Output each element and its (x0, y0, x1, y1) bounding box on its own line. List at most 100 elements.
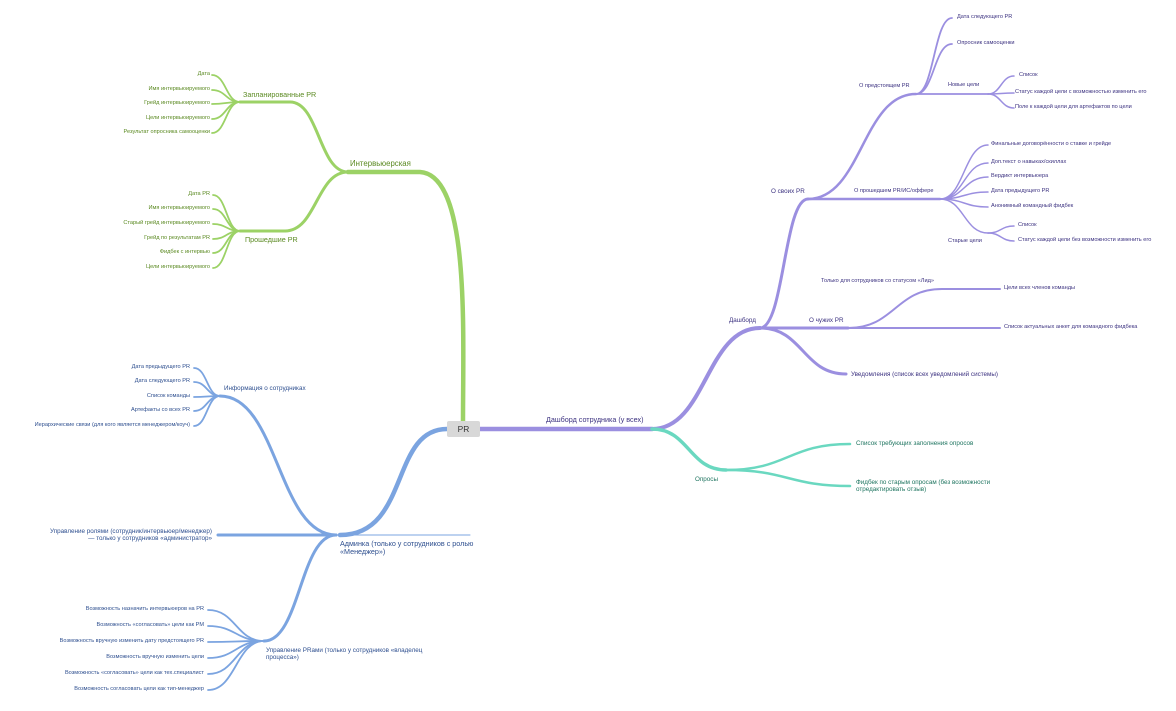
past-own-item[interactable]: Доп.текст о навыках/скиллах (991, 159, 1067, 165)
connector-upcoming-survey (915, 43, 953, 95)
past-item[interactable]: Грейд по результатам PR (144, 235, 210, 241)
connector-past-own-item-3 (939, 191, 989, 200)
planned-item[interactable]: Имя интервьюируемого (148, 86, 210, 92)
past-item[interactable]: Фидбек с интервью (159, 249, 210, 255)
old-goals-item[interactable]: Статус каждой цели без возможности измен… (1018, 237, 1152, 243)
connector-root-admin (337, 426, 450, 538)
node-admin[interactable]: Админка (только у сотрудников с ролью «М… (340, 539, 474, 557)
upcoming-item[interactable]: Дата следующего PR (957, 14, 1013, 20)
connector-planned-item-4 (211, 101, 241, 134)
node-surveys[interactable]: Опросы (695, 476, 718, 483)
node-interviewer[interactable]: Интервьюерская (350, 159, 411, 168)
pr-management-line2: процесса») (266, 654, 299, 662)
node-past-pr-offer[interactable]: О прошедшем PR/ИС/оффере (854, 188, 934, 194)
connector-prmgmt-item-1 (207, 625, 265, 642)
node-admin-line1: Админка (только у сотрудников с ролью (340, 539, 474, 548)
node-upcoming-pr[interactable]: О предстоящем PR (859, 83, 910, 89)
connector-surveys-old (724, 468, 852, 488)
connector-surveys-required (724, 442, 852, 472)
pr-mgmt-item[interactable]: Возможность согласовать цели как тип-мен… (74, 686, 204, 692)
node-role-management[interactable]: Управление ролями (сотрудник/интервьюер/… (50, 528, 212, 542)
connector-past-own-item-0 (939, 144, 989, 200)
info-item[interactable]: Дата предыдущего PR (131, 364, 190, 370)
pr-mgmt-item[interactable]: Возможность назначить интервьюеров на PR (85, 606, 204, 612)
node-past-pr[interactable]: Прошедшие PR (245, 235, 298, 244)
connector-past-item-5 (212, 230, 241, 269)
connector-info-item-3 (193, 395, 221, 412)
pr-mgmt-item[interactable]: Возможность «согласовать» цели как PM (96, 622, 204, 628)
planned-item[interactable]: Результат опросника самооценки (123, 129, 211, 135)
node-lead-only[interactable]: Только для сотрудников со статусом «Лид» (821, 278, 934, 284)
past-item[interactable]: Имя интервьюируемого (148, 205, 210, 211)
old-surveys-line1: Фидбек по старым опросам (без возможност… (856, 479, 991, 486)
connector-root-interviewer (345, 169, 466, 424)
connector-prmgmt-item-0 (207, 609, 265, 642)
info-item[interactable]: Список команды (146, 393, 190, 399)
required-surveys-item[interactable]: Список требующих заполнения опросов (856, 440, 974, 447)
past-item[interactable]: Дата PR (188, 191, 210, 197)
old-surveys-line2: отредактировать отзыв) (856, 486, 927, 494)
connector-info-item-4 (193, 395, 221, 427)
node-planned-pr[interactable]: Запланированные PR (243, 90, 317, 99)
connector-old-goals-item-0 (987, 225, 1015, 234)
past-item[interactable]: Цели интервьюируемого (145, 264, 210, 270)
past-own-item[interactable]: Дата предыдущего PR (991, 188, 1050, 194)
connector-new-goals-item-0 (987, 75, 1015, 95)
node-dashboard[interactable]: Дашборд (729, 317, 756, 324)
feedback-forms-item[interactable]: Список актуальных анкет для командного ф… (1004, 324, 1138, 330)
node-old-goals[interactable]: Старые цели (948, 238, 982, 244)
planned-item[interactable]: Грейд интервьюируемого (144, 100, 210, 106)
node-employee-dashboard[interactable]: Дашборд сотрудника (у всех) (546, 415, 644, 424)
node-others-pr[interactable]: О чужих PR (809, 317, 844, 324)
connector-prmgmt-item-5 (207, 640, 265, 691)
connector-interviewer-planned (288, 100, 350, 174)
info-item[interactable]: Дата следующего PR (134, 378, 190, 384)
new-goals-item[interactable]: Поле к каждой цели для артефактов по цел… (1015, 104, 1132, 110)
old-surveys-feedback-item[interactable]: Фидбек по старым опросам (без возможност… (856, 479, 990, 493)
new-goals-item[interactable]: Список (1019, 72, 1038, 78)
planned-item[interactable]: Дата (197, 71, 210, 77)
node-admin-line2: «Менеджер») (340, 547, 386, 557)
pr-mgmt-item[interactable]: Возможность вручную изменить цели (106, 654, 204, 660)
planned-item[interactable]: Цели интервьюируемого (145, 115, 210, 121)
node-own-pr[interactable]: О своих PR (771, 188, 805, 195)
connector-admin-info (218, 394, 338, 537)
connector-admin-prmgmt (262, 533, 338, 643)
past-own-item[interactable]: Вердикт интервьюера (991, 173, 1049, 179)
connector-past-own-item-1 (939, 162, 989, 200)
connector-interviewer-past (283, 170, 350, 233)
node-new-goals[interactable]: Новые цели (948, 82, 980, 88)
connector-employee-surveys (650, 427, 728, 472)
connector-dashboard-notifications (758, 326, 848, 376)
node-pr-management[interactable]: Управление PRами (только у сотрудников «… (266, 647, 422, 661)
pr-mgmt-item[interactable]: Возможность «согласовать» цели как тех.с… (64, 670, 204, 676)
connector-upcoming-next-date (915, 17, 953, 95)
connector-new-goals-item-2 (987, 93, 1015, 109)
node-employee-info[interactable]: Информация о сотрудниках (224, 385, 306, 392)
connector-past-item-0 (212, 194, 241, 232)
root-node[interactable]: PR (447, 421, 480, 437)
connector-past-old-goals (939, 198, 989, 234)
connector-dashboard-own (758, 197, 810, 330)
connector-past-item-2 (212, 223, 241, 232)
role-management-line1: Управление ролями (сотрудник/интервьюер/… (50, 528, 212, 535)
info-item[interactable]: Артефакты со всех PR (130, 407, 190, 413)
past-own-item[interactable]: Финальные договорённости о ставке и грей… (991, 141, 1112, 147)
role-management-line2: — только у сотрудников «администратор» (88, 535, 212, 543)
past-own-item[interactable]: Анонимный командный фидбек (991, 203, 1074, 209)
node-notifications[interactable]: Уведомления (список всех уведомлений сис… (851, 371, 999, 378)
pr-management-line1: Управление PRами (только у сотрудников «… (266, 647, 423, 654)
past-item[interactable]: Старый грейд интервьюируемого (123, 220, 210, 226)
team-goals-item[interactable]: Цели всех членов команды (1004, 285, 1076, 291)
connector-planned-item-0 (211, 74, 241, 103)
connector-employee-dashboard (650, 326, 762, 431)
old-goals-item[interactable]: Список (1018, 222, 1037, 228)
connector-others-lead (847, 288, 943, 329)
connector-own-upcoming (806, 92, 918, 201)
info-item[interactable]: Иерархические связи (для кого является м… (34, 422, 190, 428)
connector-old-goals-item-1 (987, 232, 1015, 242)
upcoming-item[interactable]: Опросник самооценки (957, 40, 1015, 46)
new-goals-item[interactable]: Статус каждой цели с возможностью измени… (1015, 89, 1147, 95)
pr-mgmt-item[interactable]: Возможность вручную изменить дату предст… (59, 638, 204, 644)
